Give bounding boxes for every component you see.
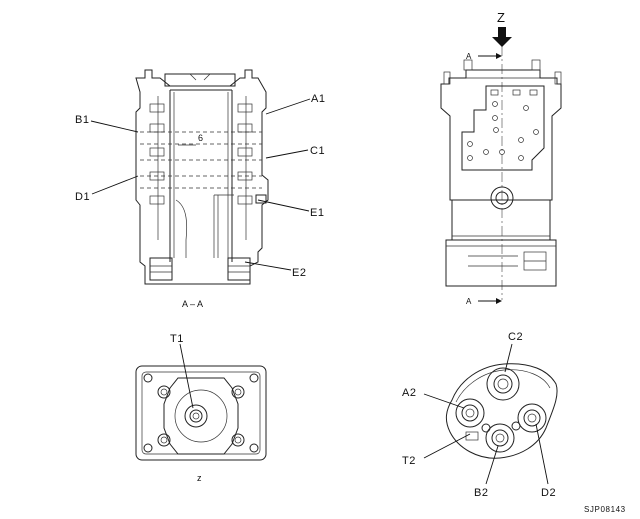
- label-d1: D1: [75, 191, 90, 203]
- port-leaders: [423, 343, 549, 485]
- figure-code: SJP08143: [584, 505, 626, 514]
- label-a-bottom: A: [466, 297, 472, 306]
- label-e1: E1: [310, 207, 324, 219]
- section-title: A – A: [182, 299, 203, 309]
- label-c1: C1: [310, 145, 325, 157]
- section-a-a-view: [135, 69, 269, 285]
- label-c2: C2: [508, 331, 523, 343]
- label-d2: D2: [541, 487, 556, 499]
- section-leaders: [90, 98, 311, 271]
- label-a1: A1: [311, 93, 325, 105]
- label-b2: B2: [474, 487, 488, 499]
- label-b1: B1: [75, 114, 89, 126]
- label-six: 6: [198, 133, 203, 143]
- z-view: [135, 365, 267, 461]
- port-view: [445, 363, 558, 459]
- label-a2: A2: [402, 387, 416, 399]
- label-z-bottom: z: [197, 473, 202, 483]
- label-a-top: A: [466, 52, 472, 61]
- label-e2: E2: [292, 267, 306, 279]
- side-view: [440, 27, 562, 304]
- label-z-top: Z: [497, 10, 505, 25]
- label-t1: T1: [170, 333, 184, 345]
- label-t2: T2: [402, 455, 416, 467]
